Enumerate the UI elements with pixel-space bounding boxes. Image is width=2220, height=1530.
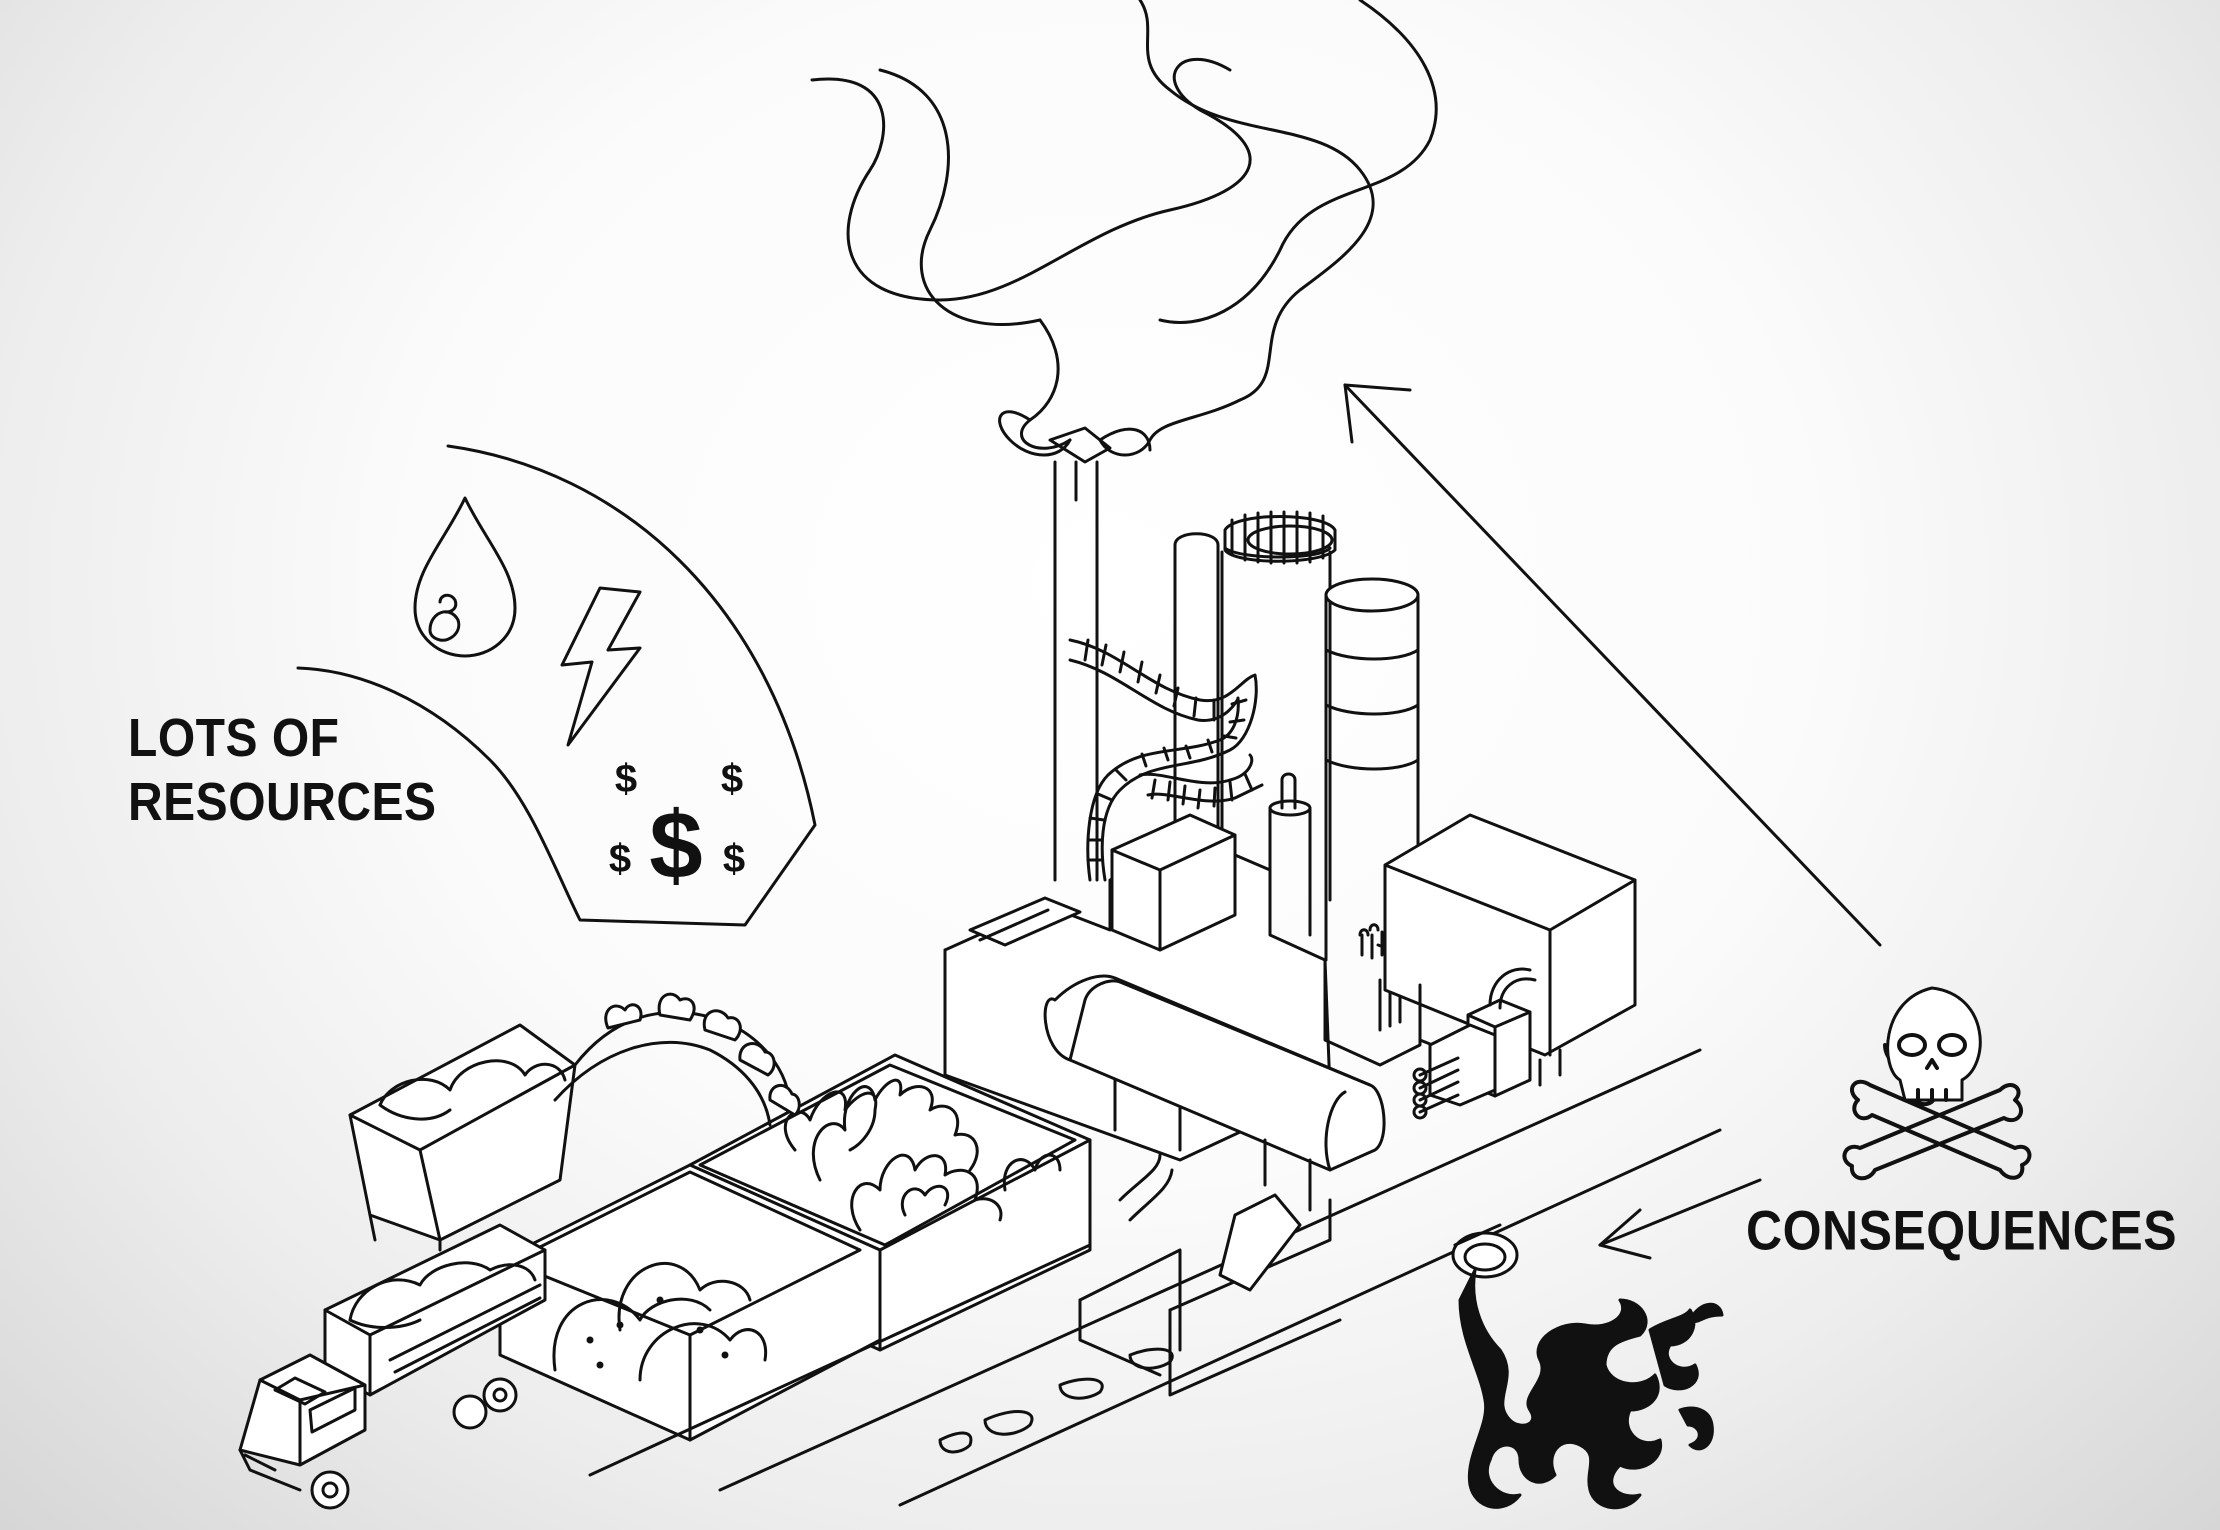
dump-truck xyxy=(238,1223,547,1510)
skull-crossbones-icon xyxy=(1842,986,2032,1181)
lightning-icon xyxy=(560,586,642,747)
horizontal-tank xyxy=(1043,974,1386,1212)
svg-text:$: $ xyxy=(723,837,745,881)
svg-text:$: $ xyxy=(609,837,631,881)
smoke xyxy=(810,0,1438,464)
resources-arc xyxy=(296,444,817,927)
conveyor-belt xyxy=(588,1048,1722,1507)
svg-text:$: $ xyxy=(649,792,702,899)
consequences-label: CONSEQUENCES xyxy=(1746,1199,2178,1262)
arrow-to-pipe xyxy=(1598,1178,1762,1260)
resources-label: LOTS OF RESOURCES xyxy=(128,708,468,835)
waste-pipe xyxy=(1451,1223,1519,1279)
svg-text:$: $ xyxy=(721,757,743,801)
resources-label-line1: LOTS OF xyxy=(128,709,340,769)
oil-drop-icon xyxy=(413,496,517,658)
dollar-icons: $ $ $ $ $ xyxy=(609,757,745,899)
mine-cart xyxy=(348,992,801,1252)
sludge-discharge xyxy=(1458,1268,1724,1510)
arrow-to-smoke xyxy=(1343,383,1882,947)
pipes xyxy=(1068,638,1264,882)
resources-label-line2: RESOURCES xyxy=(128,772,437,832)
svg-text:$: $ xyxy=(615,757,637,801)
